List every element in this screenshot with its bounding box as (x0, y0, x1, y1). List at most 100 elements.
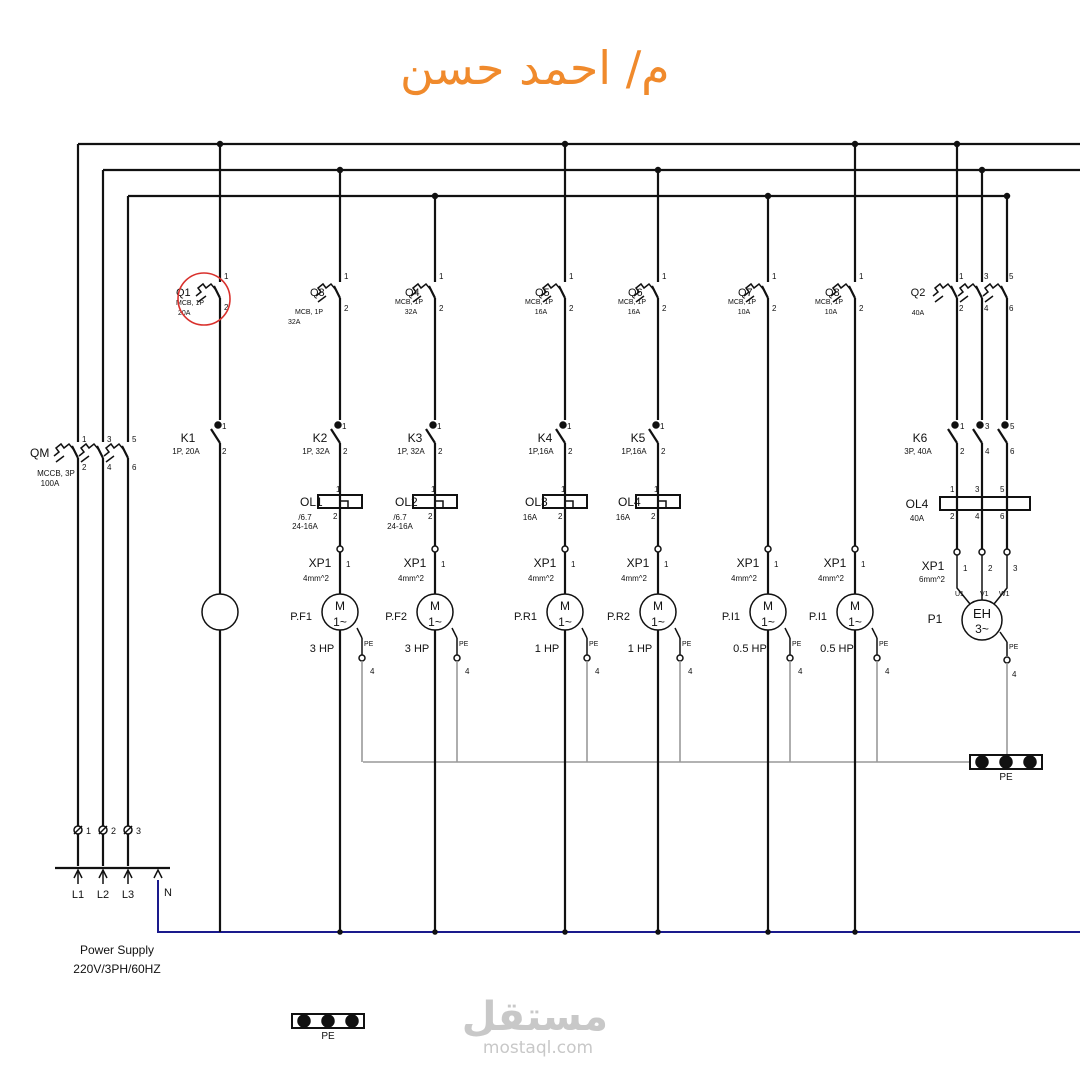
terminal-number: 2 (651, 512, 656, 521)
pe-terminal-icon (786, 654, 794, 662)
contactor-label: K1 (181, 431, 196, 445)
heater-leads (956, 555, 1008, 605)
breaker-label: Q2 (911, 287, 926, 299)
terminal-number: 4 (975, 512, 980, 521)
breaker-arrow (105, 455, 115, 463)
mostaql-logo: مستقل mostaql.com (462, 995, 608, 1057)
terminal-number: 2 (343, 447, 348, 456)
junction-dot (851, 140, 859, 148)
contact-dot-icon (559, 421, 567, 429)
overload-label: OL4 (618, 495, 641, 509)
breaker-trip-icon (103, 442, 125, 457)
terminal-number: 1 (82, 435, 87, 444)
terminal-number: 4 (1012, 670, 1017, 679)
breaker-trip-icon (932, 282, 954, 297)
terminal-number: 2 (568, 447, 573, 456)
terminal-number: 2 (662, 304, 667, 313)
overload-label: OL2 (395, 495, 418, 509)
terminal-number: 1 (336, 485, 341, 494)
terminal-icon (978, 548, 986, 556)
terminal-number: 1 (571, 560, 576, 569)
breaker-spec: 10A (738, 309, 751, 316)
terminal-number: 2 (438, 447, 443, 456)
motor-phase: 1~ (333, 615, 347, 629)
terminal-number: 5 (132, 435, 137, 444)
contact-dot-icon (652, 421, 660, 429)
pe-bar-screw-icon (999, 755, 1013, 769)
junction-dot (655, 929, 661, 935)
breaker-trip-icon (982, 282, 1004, 297)
junction-dot (978, 166, 986, 174)
contact-blade (425, 428, 436, 444)
motor-symbol: M (430, 599, 440, 613)
terminal-number: 1 (662, 272, 667, 281)
terminal-block-label: XP1 (922, 559, 945, 573)
breaker-label: QM (30, 446, 49, 460)
pe-bar-screw-icon (345, 1014, 359, 1028)
terminal-number: 1 (346, 560, 351, 569)
terminal-number: 6 (1009, 304, 1014, 313)
contact-blade (210, 428, 221, 444)
terminal-number: 1 (959, 272, 964, 281)
breaker-label: Q7 (738, 287, 753, 299)
contact-blade (555, 428, 566, 444)
junction-dot (852, 929, 858, 935)
terminal-number: 1 (960, 422, 965, 431)
heater-icon (961, 599, 1003, 641)
terminal-number: 4 (688, 667, 693, 676)
terminal-slash (98, 825, 108, 835)
breaker-arrow (745, 295, 755, 303)
terminal-number: 2 (439, 304, 444, 313)
contactor-spec: 1P,16A (528, 447, 554, 456)
terminal-block-label: XP1 (534, 556, 557, 570)
contact-dot-icon (429, 421, 437, 429)
contact-blade (330, 428, 341, 444)
terminal-number: 2 (661, 447, 666, 456)
pe-lead (674, 627, 681, 639)
breaker-spec: 32A (288, 319, 301, 326)
pe-label: PE (589, 641, 599, 648)
overload-relay (939, 496, 1031, 511)
load-label: P.I1 (722, 611, 740, 623)
pe-lead (999, 631, 1008, 643)
terminal-number: 2 (859, 304, 864, 313)
overload-spec: 24-16A (387, 522, 413, 531)
terminal-number: 2 (333, 512, 338, 521)
terminal-number: 1 (344, 272, 349, 281)
heater-phase: 3~ (975, 622, 989, 636)
pe-terminal-icon (676, 654, 684, 662)
junction-dot (432, 929, 438, 935)
breaker-trip-icon (315, 282, 337, 297)
terminal-number: 2 (960, 447, 965, 456)
load-label: P.F1 (290, 611, 312, 623)
overload-label: OL1 (300, 495, 323, 509)
contact-dot-icon (334, 421, 342, 429)
terminal-number: 1 (437, 422, 442, 431)
terminal-spec: 4mm^2 (398, 574, 425, 583)
junction-dot (336, 166, 344, 174)
terminal-number: 1 (859, 272, 864, 281)
terminal-number: 3 (1013, 564, 1018, 573)
overload-spec: 16A (616, 513, 631, 522)
breaker-label: Q4 (405, 287, 420, 299)
contactor-label: K4 (538, 431, 553, 445)
terminal-icon (431, 545, 439, 553)
neutral-label: N (164, 887, 172, 899)
terminal-number: 2 (959, 304, 964, 313)
breaker-trip-icon (410, 282, 432, 297)
breaker-spec: MCB, 1P (525, 299, 553, 306)
junction-dot (765, 929, 771, 935)
breaker-label: Q5 (535, 287, 550, 299)
terminal-number: 4 (465, 667, 470, 676)
terminal-number: 1 (664, 560, 669, 569)
terminal-number: 6 (1000, 512, 1005, 521)
contactor-spec: 3P, 40A (904, 447, 932, 456)
overload-spec: /6.7 (393, 513, 407, 522)
power-supply-title: Power Supply (80, 943, 154, 957)
terminal-block-label: XP1 (309, 556, 332, 570)
terminal-icon (764, 545, 772, 553)
terminal-block-label: XP1 (824, 556, 847, 570)
neutral-arrow-icon (153, 868, 163, 879)
breaker-arrow (934, 295, 944, 303)
breaker-arrow (832, 295, 842, 303)
